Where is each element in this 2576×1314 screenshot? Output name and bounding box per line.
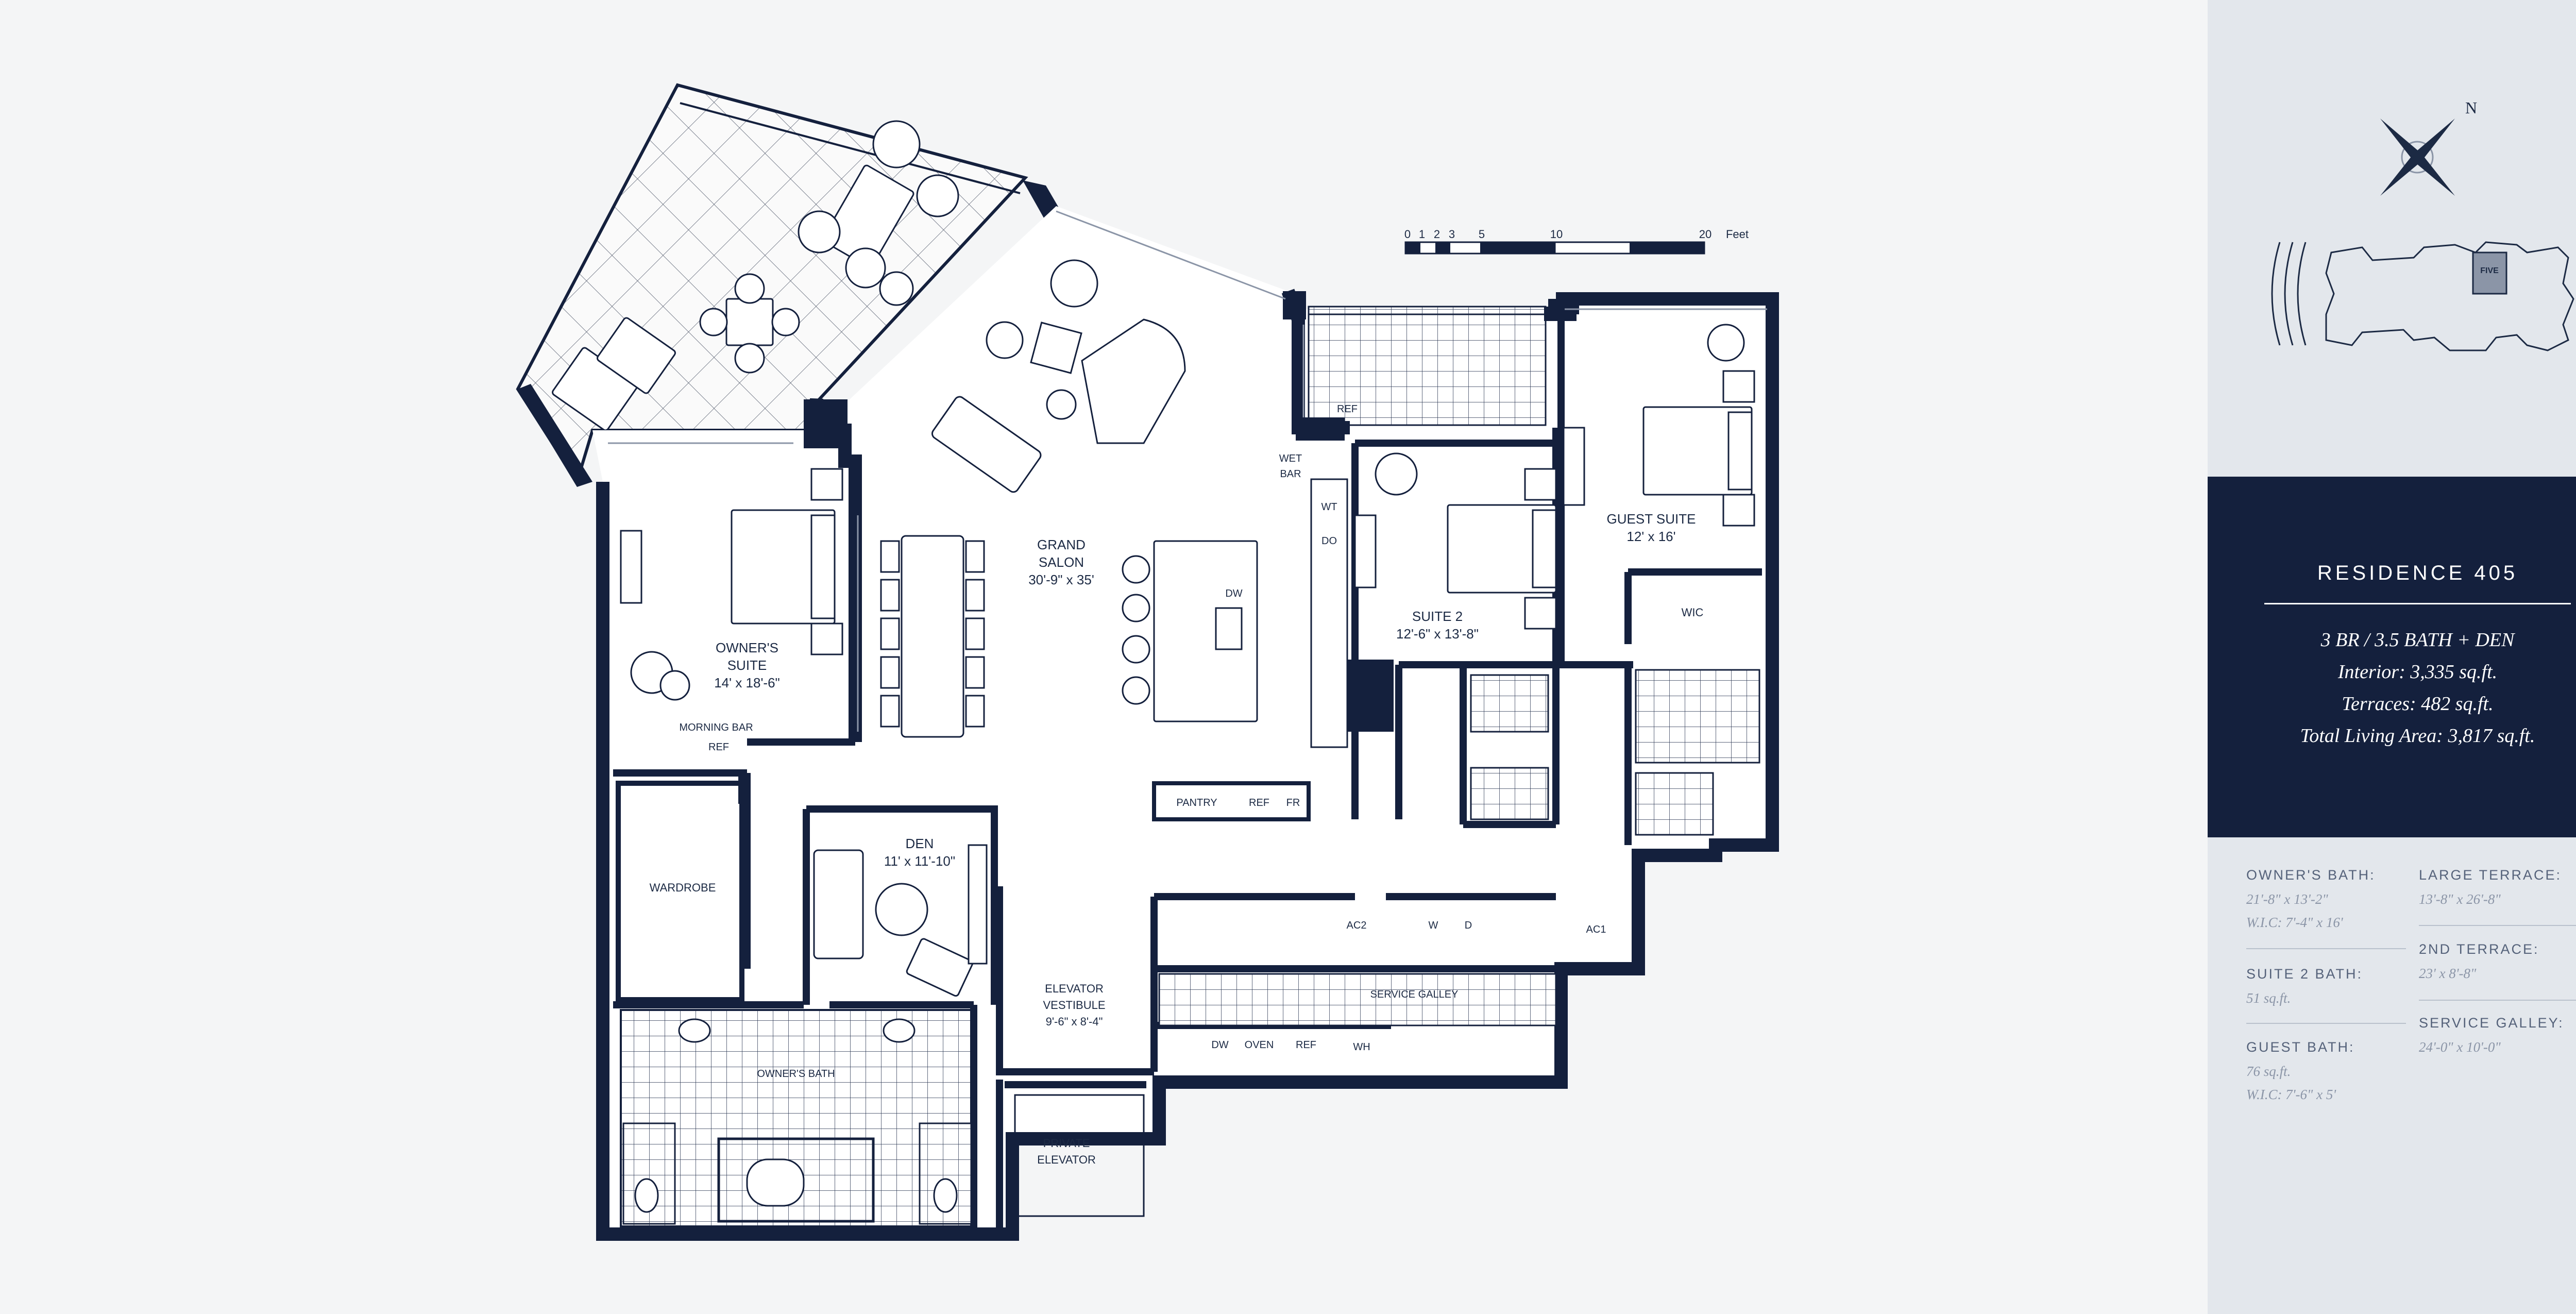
fixture-labels: REF REF REF FR WT DO DW AC2 AC1 W D DW O… — [708, 403, 1606, 1053]
compass-north-label: N — [2465, 98, 2477, 117]
room-labels: GRAND SALON 30'-9" x 35' OWNER'S SUITE 1… — [650, 453, 1704, 1166]
owners-suite-label-2: SUITE — [727, 658, 767, 673]
scale-tick-10: 10 — [1550, 228, 1563, 241]
scale-tick-1: 1 — [1419, 228, 1425, 241]
wet-bar-label-2: BAR — [1280, 468, 1301, 480]
ref-morning-bar-label: REF — [708, 742, 729, 753]
owners-bath-wic-value: W.I.C: 7'-4" x 16' — [2246, 915, 2343, 930]
private-elevator-label-1: PRIVATE — [1043, 1137, 1090, 1150]
scale-tick-3: 3 — [1449, 228, 1455, 241]
guest-bath-wic-value: W.I.C: 7'-6" x 5' — [2246, 1087, 2336, 1102]
floor-plan: GRAND SALON 30'-9" x 35' OWNER'S SUITE 1… — [516, 83, 1779, 1241]
second-terrace-stat-label: 2ND TERRACE: — [2419, 941, 2539, 957]
scale-tick-20: 20 — [1699, 228, 1711, 241]
fr-kitchen-label: FR — [1286, 797, 1300, 808]
second-terrace — [1308, 306, 1547, 426]
scale-unit: Feet — [1726, 228, 1749, 241]
large-terrace-stat-value: 13'-8" x 26'-8" — [2419, 891, 2501, 907]
owners-bath-stat-label: OWNER'S BATH: — [2246, 867, 2376, 883]
guest-suite-label: GUEST SUITE — [1607, 511, 1696, 527]
grand-salon-dims: 30'-9" x 35' — [1028, 572, 1094, 587]
title-divider — [2264, 603, 2571, 604]
wet-bar-label-1: WET — [1279, 453, 1302, 464]
service-galley-label: SERVICE GALLEY — [1370, 989, 1459, 1000]
wic-label: WIC — [1682, 606, 1704, 619]
guest-bath-stat-label: GUEST BATH: — [2246, 1039, 2355, 1055]
owners-bath-label: OWNER'S BATH — [757, 1068, 835, 1080]
pantry-label: PANTRY — [1176, 797, 1217, 808]
suite-2-dims: 12'-6" x 13'-8" — [1396, 626, 1479, 642]
stat-divider — [2246, 948, 2406, 949]
guest-suite-dims: 12' x 16' — [1626, 529, 1675, 544]
guest-bath-stat-value: 76 sq.ft. — [2246, 1064, 2291, 1079]
elevator-vestibule-label-2: VESTIBULE — [1043, 999, 1105, 1012]
dw-galley-label: DW — [1211, 1039, 1228, 1051]
ac1-label: AC1 — [1586, 924, 1606, 935]
den-label: DEN — [906, 836, 934, 851]
oven-label: OVEN — [1245, 1039, 1274, 1051]
owners-suite-label-1: OWNER'S — [716, 640, 778, 655]
elevator-vestibule-label-1: ELEVATOR — [1045, 982, 1104, 995]
second-terrace-stat-value: 23' x 8'-8" — [2419, 966, 2477, 981]
large-terrace-stat-label: LARGE TERRACE: — [2419, 867, 2562, 883]
elevator-vestibule-dims: 9'-6" x 8'-4" — [1046, 1015, 1103, 1028]
ref-galley-label: REF — [1296, 1039, 1316, 1051]
scale-tick-2: 2 — [1434, 228, 1440, 241]
site-plan-key: FIVE — [2271, 241, 2574, 351]
grand-salon-label-1: GRAND — [1037, 537, 1086, 552]
residence-summary-line: 3 BR / 3.5 BATH + DEN — [2320, 629, 2515, 651]
suite2-bath-stat-value: 51 sq.ft. — [2246, 990, 2291, 1006]
large-terrace — [516, 83, 1064, 487]
wt-label: WT — [1321, 501, 1337, 513]
interior-walls — [613, 307, 1762, 1232]
compass-rose-icon: N — [2380, 98, 2477, 196]
scale-tick-0: 0 — [1404, 228, 1411, 241]
stat-divider — [2419, 925, 2576, 926]
info-panel: N FIVE RESIDENCE 405 3 BR / 3.5 BATH + D… — [2208, 0, 2576, 1314]
ref-terrace-label: REF — [1337, 403, 1358, 415]
stat-divider — [2419, 1000, 2576, 1001]
owners-suite-dims: 14' x 18'-6" — [714, 675, 780, 690]
furniture — [620, 259, 1755, 1217]
wardrobe-label: WARDROBE — [650, 881, 716, 894]
grand-salon-label-2: SALON — [1039, 554, 1084, 570]
site-plan-label: FIVE — [2480, 266, 2499, 275]
do-label: DO — [1321, 535, 1337, 547]
dw-island-label: DW — [1225, 588, 1242, 599]
total-living-area: Total Living Area: 3,817 sq.ft. — [2300, 725, 2535, 747]
stat-divider — [2246, 1023, 2406, 1024]
den-dims: 11' x 11'-10" — [884, 853, 955, 869]
private-elevator-label-2: ELEVATOR — [1037, 1153, 1096, 1166]
interior-area: Interior: 3,335 sq.ft. — [2337, 661, 2498, 683]
terraces-area: Terraces: 482 sq.ft. — [2342, 693, 2494, 715]
suite2-bath-stat-label: SUITE 2 BATH: — [2246, 966, 2363, 982]
residence-title: RESIDENCE 405 — [2317, 562, 2518, 584]
morning-bar-label: MORNING BAR — [679, 722, 753, 733]
ac2-label: AC2 — [1347, 920, 1367, 931]
suite-2-label: SUITE 2 — [1412, 609, 1463, 624]
scale-tick-5: 5 — [1479, 228, 1485, 241]
tiled-areas — [620, 669, 1760, 1227]
washer-label: W — [1429, 920, 1438, 931]
floor-plan-area: GRAND SALON 30'-9" x 35' OWNER'S SUITE 1… — [516, 83, 1779, 1241]
service-galley-stat-label: SERVICE GALLEY: — [2419, 1015, 2564, 1031]
owners-bath-stat-value: 21'-8" x 13'-2" — [2246, 891, 2328, 907]
ref-kitchen-label: REF — [1249, 797, 1269, 808]
residence-summary: RESIDENCE 405 3 BR / 3.5 BATH + DEN Inte… — [2208, 477, 2576, 837]
dryer-label: D — [1465, 920, 1472, 931]
service-galley-stat-value: 24'-0" x 10'-0" — [2419, 1039, 2501, 1055]
scale-bar: 0 1 2 3 5 10 20 Feet — [1404, 228, 1749, 255]
wh-label: WH — [1353, 1041, 1370, 1053]
